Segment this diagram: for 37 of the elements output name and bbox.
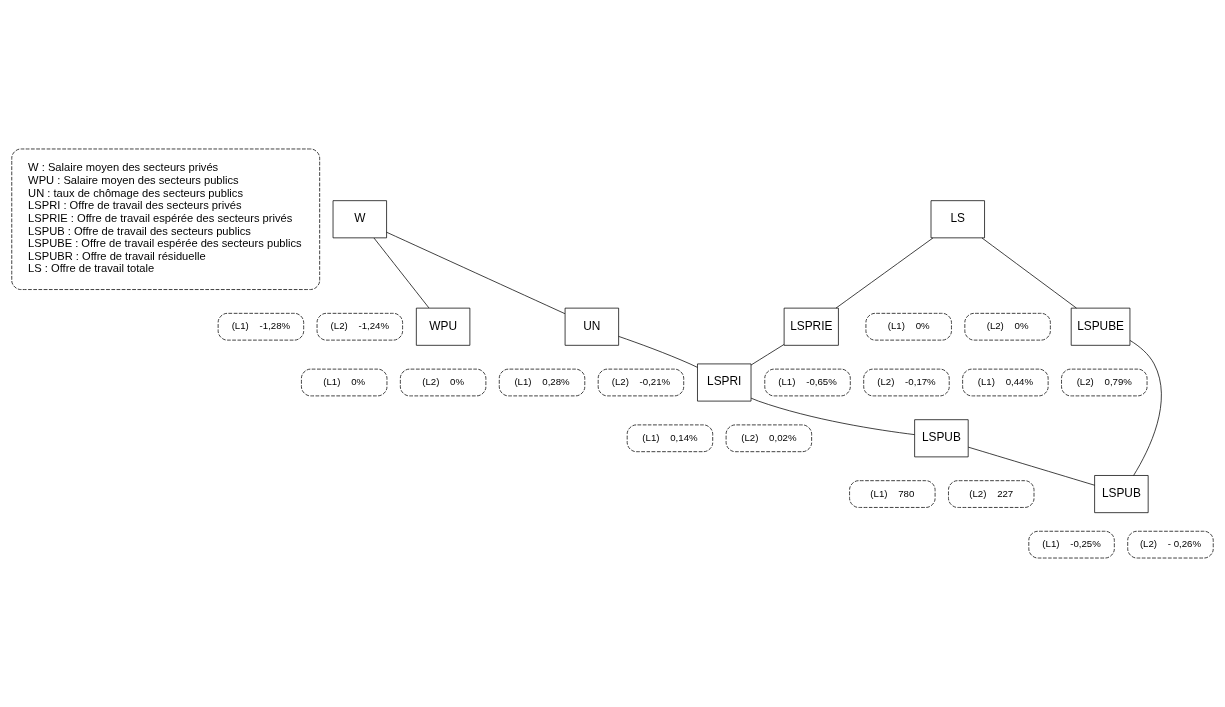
node-box: (L1) 780 [849, 480, 936, 508]
connector [968, 446, 1095, 486]
connector [750, 344, 785, 366]
node-box: (L1) 0% [301, 368, 388, 397]
node-box: UN [564, 307, 619, 346]
node-box: (L2) - 0,26% [1127, 530, 1214, 559]
node-box: WPU [415, 307, 471, 346]
node-box: LSPUBE [1070, 307, 1131, 346]
node-box: (L2) 0,79% [1061, 368, 1148, 397]
node-box: (L1) -0,65% [764, 368, 851, 397]
node-box: (L1) -0,25% [1028, 530, 1115, 559]
node-box: (L1) 0,14% [626, 424, 714, 453]
node-box: W : Salaire moyen des secteurs privés WPU : Salaire moyen des secteurs publics UN : taux de chômage des secteurs publics LSPRI : Offre de travail des secteurs privés LSPRIE : Offre de travail espérée des secteurs privés LSPUB : Offre de travail des secteurs publics LSPUBE : Offre de travail espérée des secteurs publics LSPUBR : Offre de travail résiduelle LS : Offre de travail totale [11, 148, 321, 290]
connector [981, 237, 1077, 309]
node-box: (L1) -1,28% [217, 312, 305, 341]
node-box: (L2) 0% [400, 368, 487, 397]
node-box: (L1) 0,44% [962, 368, 1049, 397]
node-box: LSPUB [1094, 475, 1149, 514]
node-box: LS [930, 200, 985, 239]
node-box: (L2) 0% [964, 312, 1051, 341]
connector [750, 397, 915, 435]
node-box: (L2) 227 [948, 480, 1035, 508]
connector [835, 237, 934, 309]
node-box: W [332, 200, 387, 239]
connector [618, 336, 698, 368]
node-box: LSPRI [697, 363, 752, 402]
node-box: LSPUB [914, 419, 969, 458]
connector [1129, 340, 1162, 476]
node-box: (L2) 0,02% [725, 424, 812, 453]
node-box: (L2) -1,24% [316, 312, 403, 341]
node-box: (L2) -0,17% [863, 368, 950, 397]
node-box: LSPRIE [783, 307, 839, 346]
connector [373, 237, 430, 309]
connector [386, 231, 566, 315]
node-box: (L1) 0% [865, 312, 952, 341]
node-box: (L1) 0,28% [498, 368, 586, 397]
node-box: (L2) -0,21% [597, 368, 685, 397]
